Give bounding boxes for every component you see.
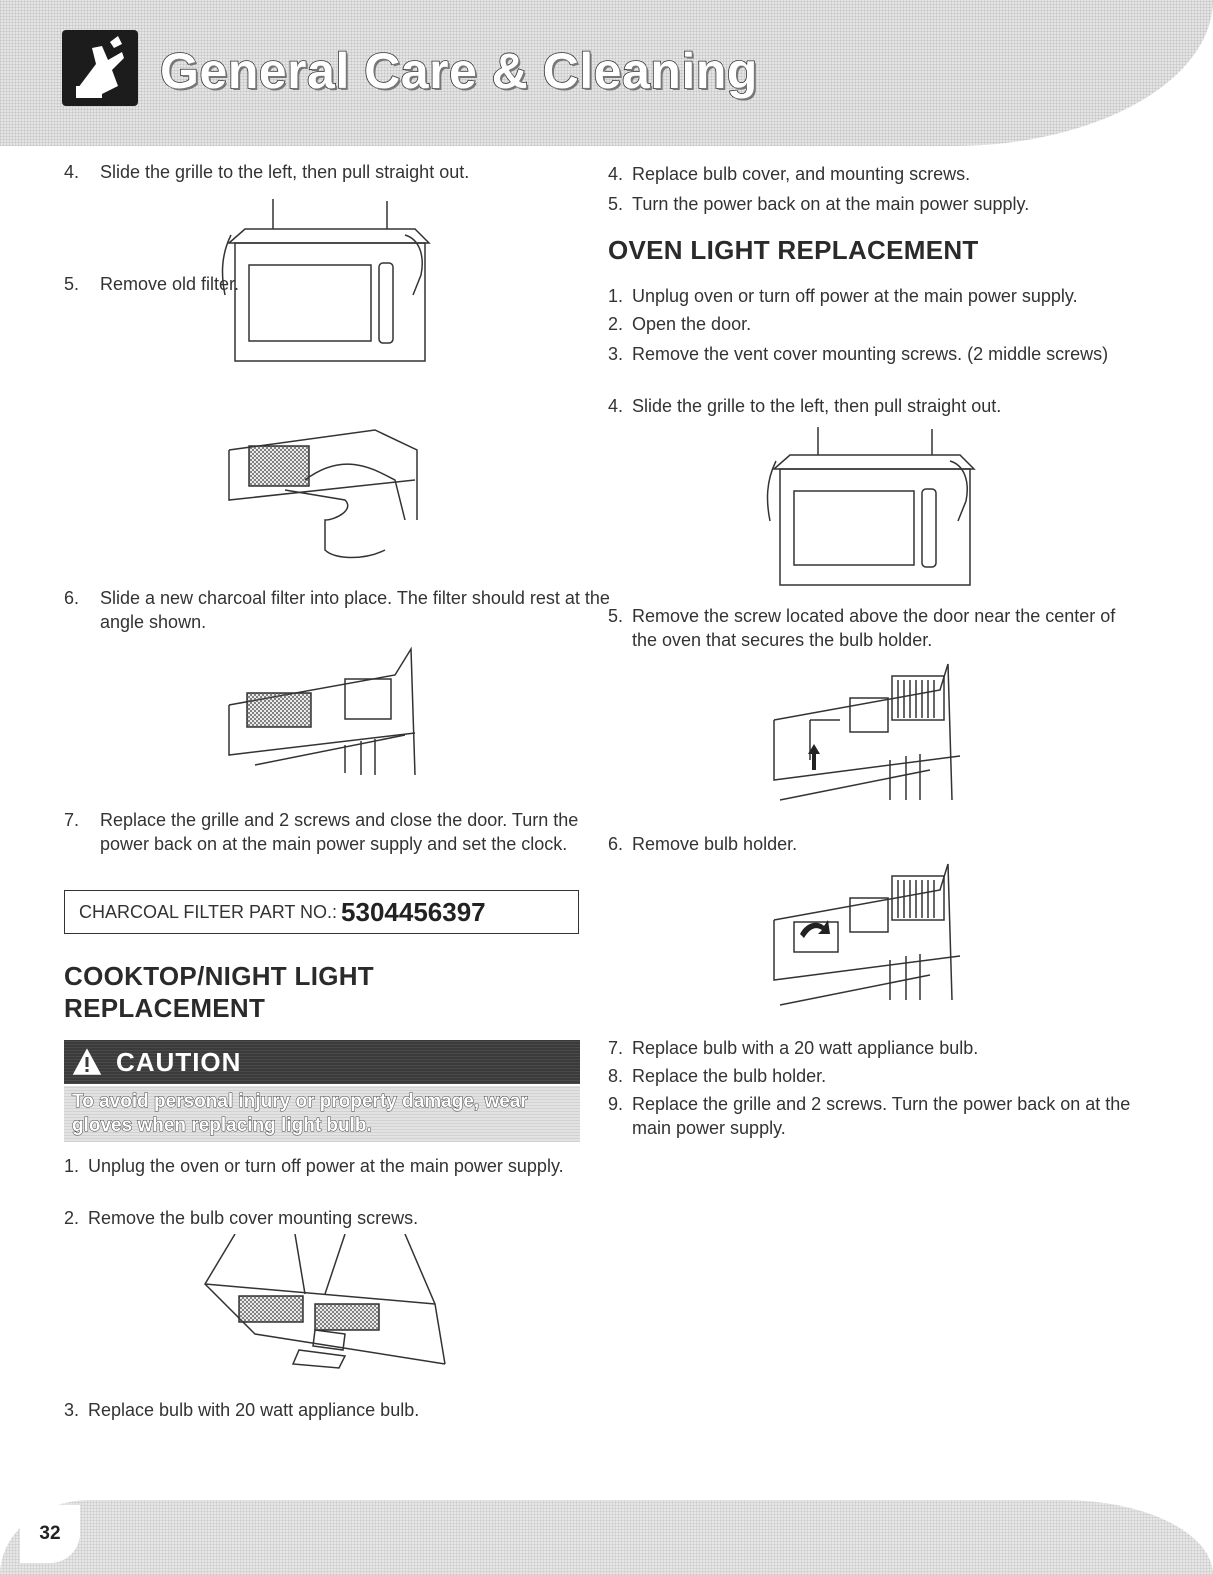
page-number: 32 [20, 1505, 80, 1563]
part-number-box: CHARCOAL FILTER PART NO.: 5304456397 [64, 890, 579, 934]
oven-step-5: 5.Remove the screw located above the doo… [608, 606, 1116, 650]
cleaning-hand-icon [62, 30, 138, 106]
oven-step-6: 6.Remove bulb holder. [608, 834, 798, 854]
caution-text: To avoid personal injury or property dam… [64, 1086, 580, 1142]
new-filter-illustration [225, 645, 425, 785]
bulb-cover-illustration [195, 1234, 455, 1374]
part-number-label: CHARCOAL FILTER PART NO.: [79, 901, 338, 922]
cooktop-light-heading: COOKTOP/NIGHT LIGHT REPLACEMENT [64, 961, 374, 1023]
filter-removal-illustration [225, 410, 425, 570]
oven-step-9: 9.Replace the grille and 2 screws. Turn … [608, 1094, 1131, 1138]
footer-band [0, 1500, 1213, 1575]
right-step-5: 5.Turn the power back on at the main pow… [608, 194, 1030, 214]
left-step-6: 6.Slide a new charcoal filter into place… [64, 588, 610, 632]
right-step-4: 4.Replace bulb cover, and mounting screw… [608, 164, 971, 184]
cooktop-step-3: 3.Replace bulb with 20 watt appliance bu… [64, 1400, 420, 1420]
cooktop-step-2: 2.Remove the bulb cover mounting screws. [64, 1208, 419, 1228]
part-number: 5304456397 [341, 896, 486, 927]
cooktop-step-1: 1.Unplug the oven or turn off power at t… [64, 1156, 564, 1176]
header-band [0, 0, 1213, 146]
oven-step-1: 1.Unplug oven or turn off power at the m… [608, 286, 1078, 306]
oven-step-2: 2.Open the door. [608, 314, 752, 334]
oven-step-7: 7.Replace bulb with a 20 watt appliance … [608, 1038, 979, 1058]
oven-light-heading: OVEN LIGHT REPLACEMENT [608, 235, 979, 265]
oven-step-3: 3.Remove the vent cover mounting screws.… [608, 344, 1109, 364]
caution-label: CAUTION [116, 1046, 242, 1077]
page-title: General Care & Cleaning [159, 42, 758, 100]
warning-triangle-icon [72, 1048, 102, 1075]
remove-bulb-holder-illustration [770, 860, 970, 1010]
left-step-7: 7.Replace the grille and 2 screws and cl… [64, 810, 579, 854]
oven-step-4: 4.Slide the grille to the left, then pul… [608, 396, 1002, 416]
left-step-5: 5.Remove old filter. [64, 274, 240, 294]
grille-removal-illustration [215, 195, 435, 375]
caution-banner: CAUTION [64, 1040, 580, 1084]
oven-grille-removal-illustration [760, 425, 980, 595]
left-step-4: 4.Slide the grille to the left, then pul… [64, 162, 470, 182]
bulb-holder-screw-illustration [770, 660, 970, 805]
oven-step-8: 8.Replace the bulb holder. [608, 1066, 827, 1086]
